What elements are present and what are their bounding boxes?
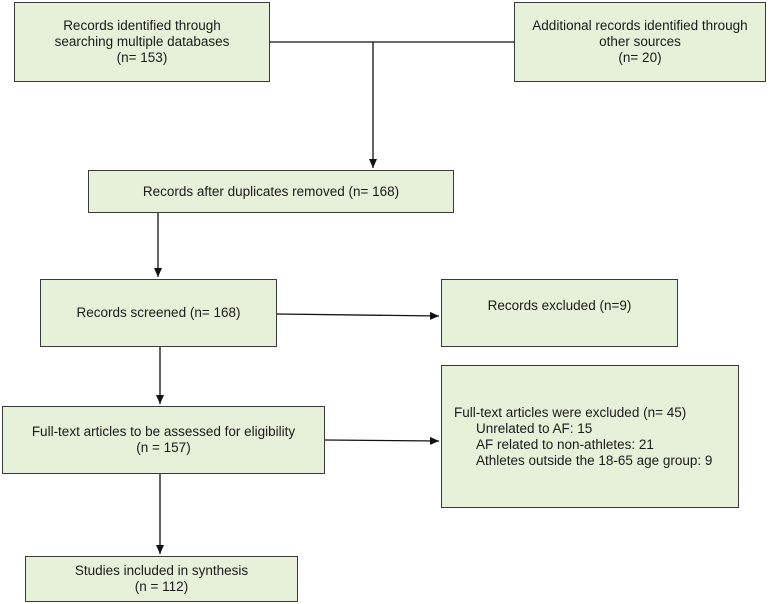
exclusion-reason-non-athletes: AF related to non-athletes: 21 <box>476 436 654 452</box>
studies-included-line1: Studies included in synthesis <box>74 563 249 578</box>
arrow-to-fulltext-excluded <box>324 436 440 445</box>
additional-records-line1: Additional records identified through <box>532 18 748 33</box>
arrow-to-records-excluded <box>276 311 440 320</box>
additional-records-count: (n= 20) <box>618 50 662 65</box>
additional-records-box: Additional records identified through ot… <box>514 2 766 82</box>
fulltext-assessed-count: (n = 157) <box>136 440 191 455</box>
studies-included-box: Studies included in synthesis (n = 112) <box>25 556 298 602</box>
studies-included-count: (n = 112) <box>134 579 189 594</box>
exclusion-reason-age-group: Athletes outside the 18-65 age group: 9 <box>476 452 713 468</box>
fulltext-assessed-box: Full-text articles to be assessed for el… <box>2 406 325 474</box>
duplicates-removed-text: Records after duplicates removed (n= 168… <box>142 183 400 199</box>
fulltext-excluded-heading: Full-text articles were excluded (n= 45) <box>454 404 687 420</box>
fulltext-excluded-box: Full-text articles were excluded (n= 45)… <box>441 365 739 508</box>
records-identified-line1: Records identified through <box>63 18 221 33</box>
records-excluded-box: Records excluded (n=9) <box>441 279 678 347</box>
records-identified-box: Records identified through searching mul… <box>14 2 270 82</box>
duplicates-removed-box: Records after duplicates removed (n= 168… <box>88 170 454 213</box>
exclusion-reason-unrelated: Unrelated to AF: 15 <box>476 420 593 436</box>
records-screened-box: Records screened (n= 168) <box>40 279 277 347</box>
records-excluded-text: Records excluded (n=9) <box>487 298 632 313</box>
records-screened-text: Records screened (n= 168) <box>76 305 241 320</box>
additional-records-line2: other sources <box>599 34 681 49</box>
fulltext-assessed-line1: Full-text articles to be assessed for el… <box>31 424 296 439</box>
records-identified-count: (n= 153) <box>116 50 168 65</box>
records-identified-line2: searching multiple databases <box>54 34 230 49</box>
